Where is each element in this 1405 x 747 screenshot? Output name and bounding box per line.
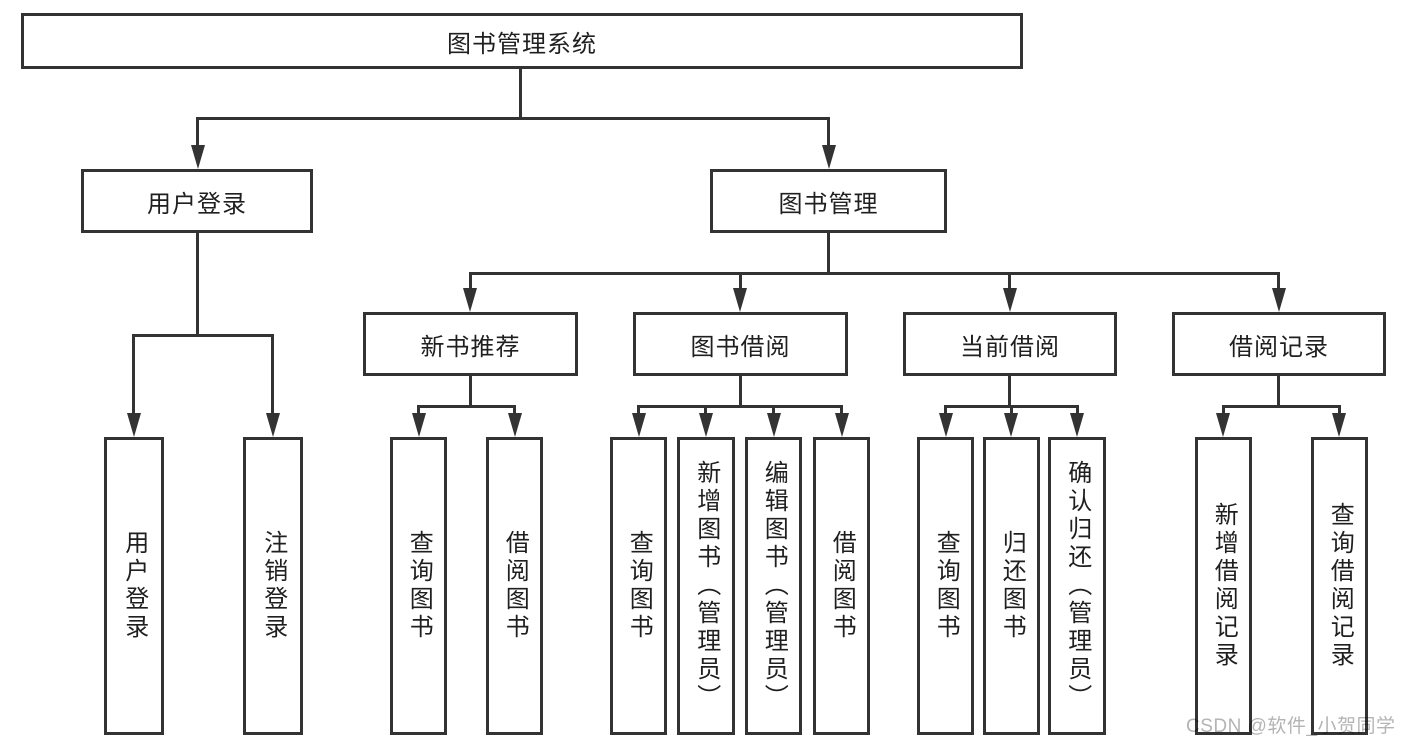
leaf-records-add-borrow-record-label: 新增借阅记录 [1210, 502, 1238, 670]
node-book-borrowing: 图书借阅 [633, 312, 848, 376]
node-new-book-recommend: 新书推荐 [363, 312, 578, 376]
node-user-login-label: 用户登录 [147, 190, 247, 218]
leaf-logout: 注销登录 [243, 437, 303, 735]
node-current-borrowing: 当前借阅 [903, 312, 1117, 376]
arrow-down-icon [1003, 288, 1017, 312]
leaf-newbook-borrow-books-label: 借阅图书 [501, 530, 529, 642]
leaf-borrowing-add-books-admin-label: 新增图书（管理员） [692, 460, 720, 712]
arrow-down-icon [1332, 413, 1346, 437]
arrow-down-icon [835, 413, 849, 437]
arrow-down-icon [508, 413, 522, 437]
leaf-current-query-books-label: 查询图书 [932, 530, 960, 642]
connector-line [469, 376, 472, 407]
connector-line [1008, 272, 1011, 292]
connector-line [469, 272, 472, 292]
node-user-login: 用户登录 [81, 169, 313, 233]
arrow-down-icon [1070, 413, 1084, 437]
connector-line [1222, 405, 1341, 408]
leaf-newbook-borrow-books: 借阅图书 [486, 437, 543, 735]
node-new-book-recommend-label: 新书推荐 [420, 333, 521, 361]
leaf-borrowing-query-books-label: 查询图书 [625, 530, 653, 642]
leaf-borrowing-query-books: 查询图书 [610, 437, 667, 735]
connector-line [417, 405, 420, 415]
leaf-borrowing-borrow-books: 借阅图书 [813, 437, 870, 735]
arrow-down-icon [1004, 413, 1018, 437]
node-root-label: 图书管理系统 [447, 30, 597, 58]
connector-line [519, 68, 522, 119]
leaf-user-login: 用户登录 [104, 437, 164, 735]
connector-line [1338, 405, 1341, 415]
connector-line [1010, 405, 1013, 415]
leaf-newbook-query-books-label: 查询图书 [405, 530, 433, 642]
leaf-borrowing-borrow-books-label: 借阅图书 [828, 530, 856, 642]
arrow-down-icon [266, 413, 280, 437]
connector-line [1222, 405, 1225, 415]
connector-line [637, 405, 843, 408]
node-book-management: 图书管理 [710, 169, 947, 233]
connector-line [417, 405, 516, 408]
node-book-borrowing-label: 图书借阅 [690, 333, 791, 361]
leaf-records-query-borrow-record-label: 查询借阅记录 [1326, 502, 1354, 670]
connector-line [1008, 376, 1011, 407]
connector-line [772, 405, 775, 415]
connector-line [132, 334, 135, 414]
leaf-current-confirm-return-admin: 确认归还（管理员） [1048, 437, 1106, 735]
arrow-down-icon [463, 288, 477, 312]
connector-line [739, 272, 742, 292]
arrow-down-icon [1272, 288, 1286, 312]
arrow-down-icon [632, 413, 646, 437]
node-book-management-label: 图书管理 [778, 190, 879, 218]
arrow-down-icon [733, 288, 747, 312]
leaf-borrowing-edit-books-admin-label: 编辑图书（管理员） [760, 460, 788, 712]
arrow-down-icon [412, 413, 426, 437]
arrow-down-icon [939, 413, 953, 437]
leaf-borrowing-edit-books-admin: 编辑图书（管理员） [745, 437, 802, 735]
arrow-down-icon [1216, 413, 1230, 437]
connector-line [196, 233, 199, 336]
connector-line [1277, 376, 1280, 407]
connector-line [196, 117, 830, 120]
connector-line [827, 117, 830, 147]
arrow-down-icon [767, 413, 781, 437]
node-root: 图书管理系统 [21, 13, 1023, 69]
connector-line [840, 405, 843, 415]
leaf-newbook-query-books: 查询图书 [390, 437, 447, 735]
leaf-current-return-books-label: 归还图书 [998, 530, 1026, 642]
leaf-borrowing-add-books-admin: 新增图书（管理员） [677, 437, 735, 735]
leaf-current-return-books: 归还图书 [983, 437, 1040, 735]
connector-line [1076, 405, 1079, 415]
connector-line [827, 233, 830, 274]
node-current-borrowing-label: 当前借阅 [960, 333, 1060, 361]
leaf-logout-label: 注销登录 [259, 530, 287, 642]
connector-line [132, 334, 274, 337]
connector-line [637, 405, 640, 415]
connector-line [513, 405, 516, 415]
connector-line [944, 405, 947, 415]
node-borrow-records: 借阅记录 [1172, 312, 1386, 376]
watermark: CSDN @软件_小贺同学 [1186, 716, 1396, 737]
node-borrow-records-label: 借阅记录 [1229, 333, 1329, 361]
leaf-user-login-label: 用户登录 [120, 530, 148, 642]
leaf-records-add-borrow-record: 新增借阅记录 [1195, 437, 1252, 735]
connector-line [739, 376, 742, 407]
connector-line [704, 405, 707, 415]
connector-line [196, 117, 199, 147]
connector-line [469, 272, 1280, 275]
arrow-down-icon [127, 413, 141, 437]
arrow-down-icon [191, 145, 205, 169]
arrow-down-icon [822, 145, 836, 169]
connector-line [1277, 272, 1280, 292]
leaf-current-confirm-return-admin-label: 确认归还（管理员） [1063, 460, 1091, 712]
connector-line [271, 334, 274, 414]
leaf-records-query-borrow-record: 查询借阅记录 [1311, 437, 1368, 735]
arrow-down-icon [699, 413, 713, 437]
leaf-current-query-books: 查询图书 [917, 437, 974, 735]
